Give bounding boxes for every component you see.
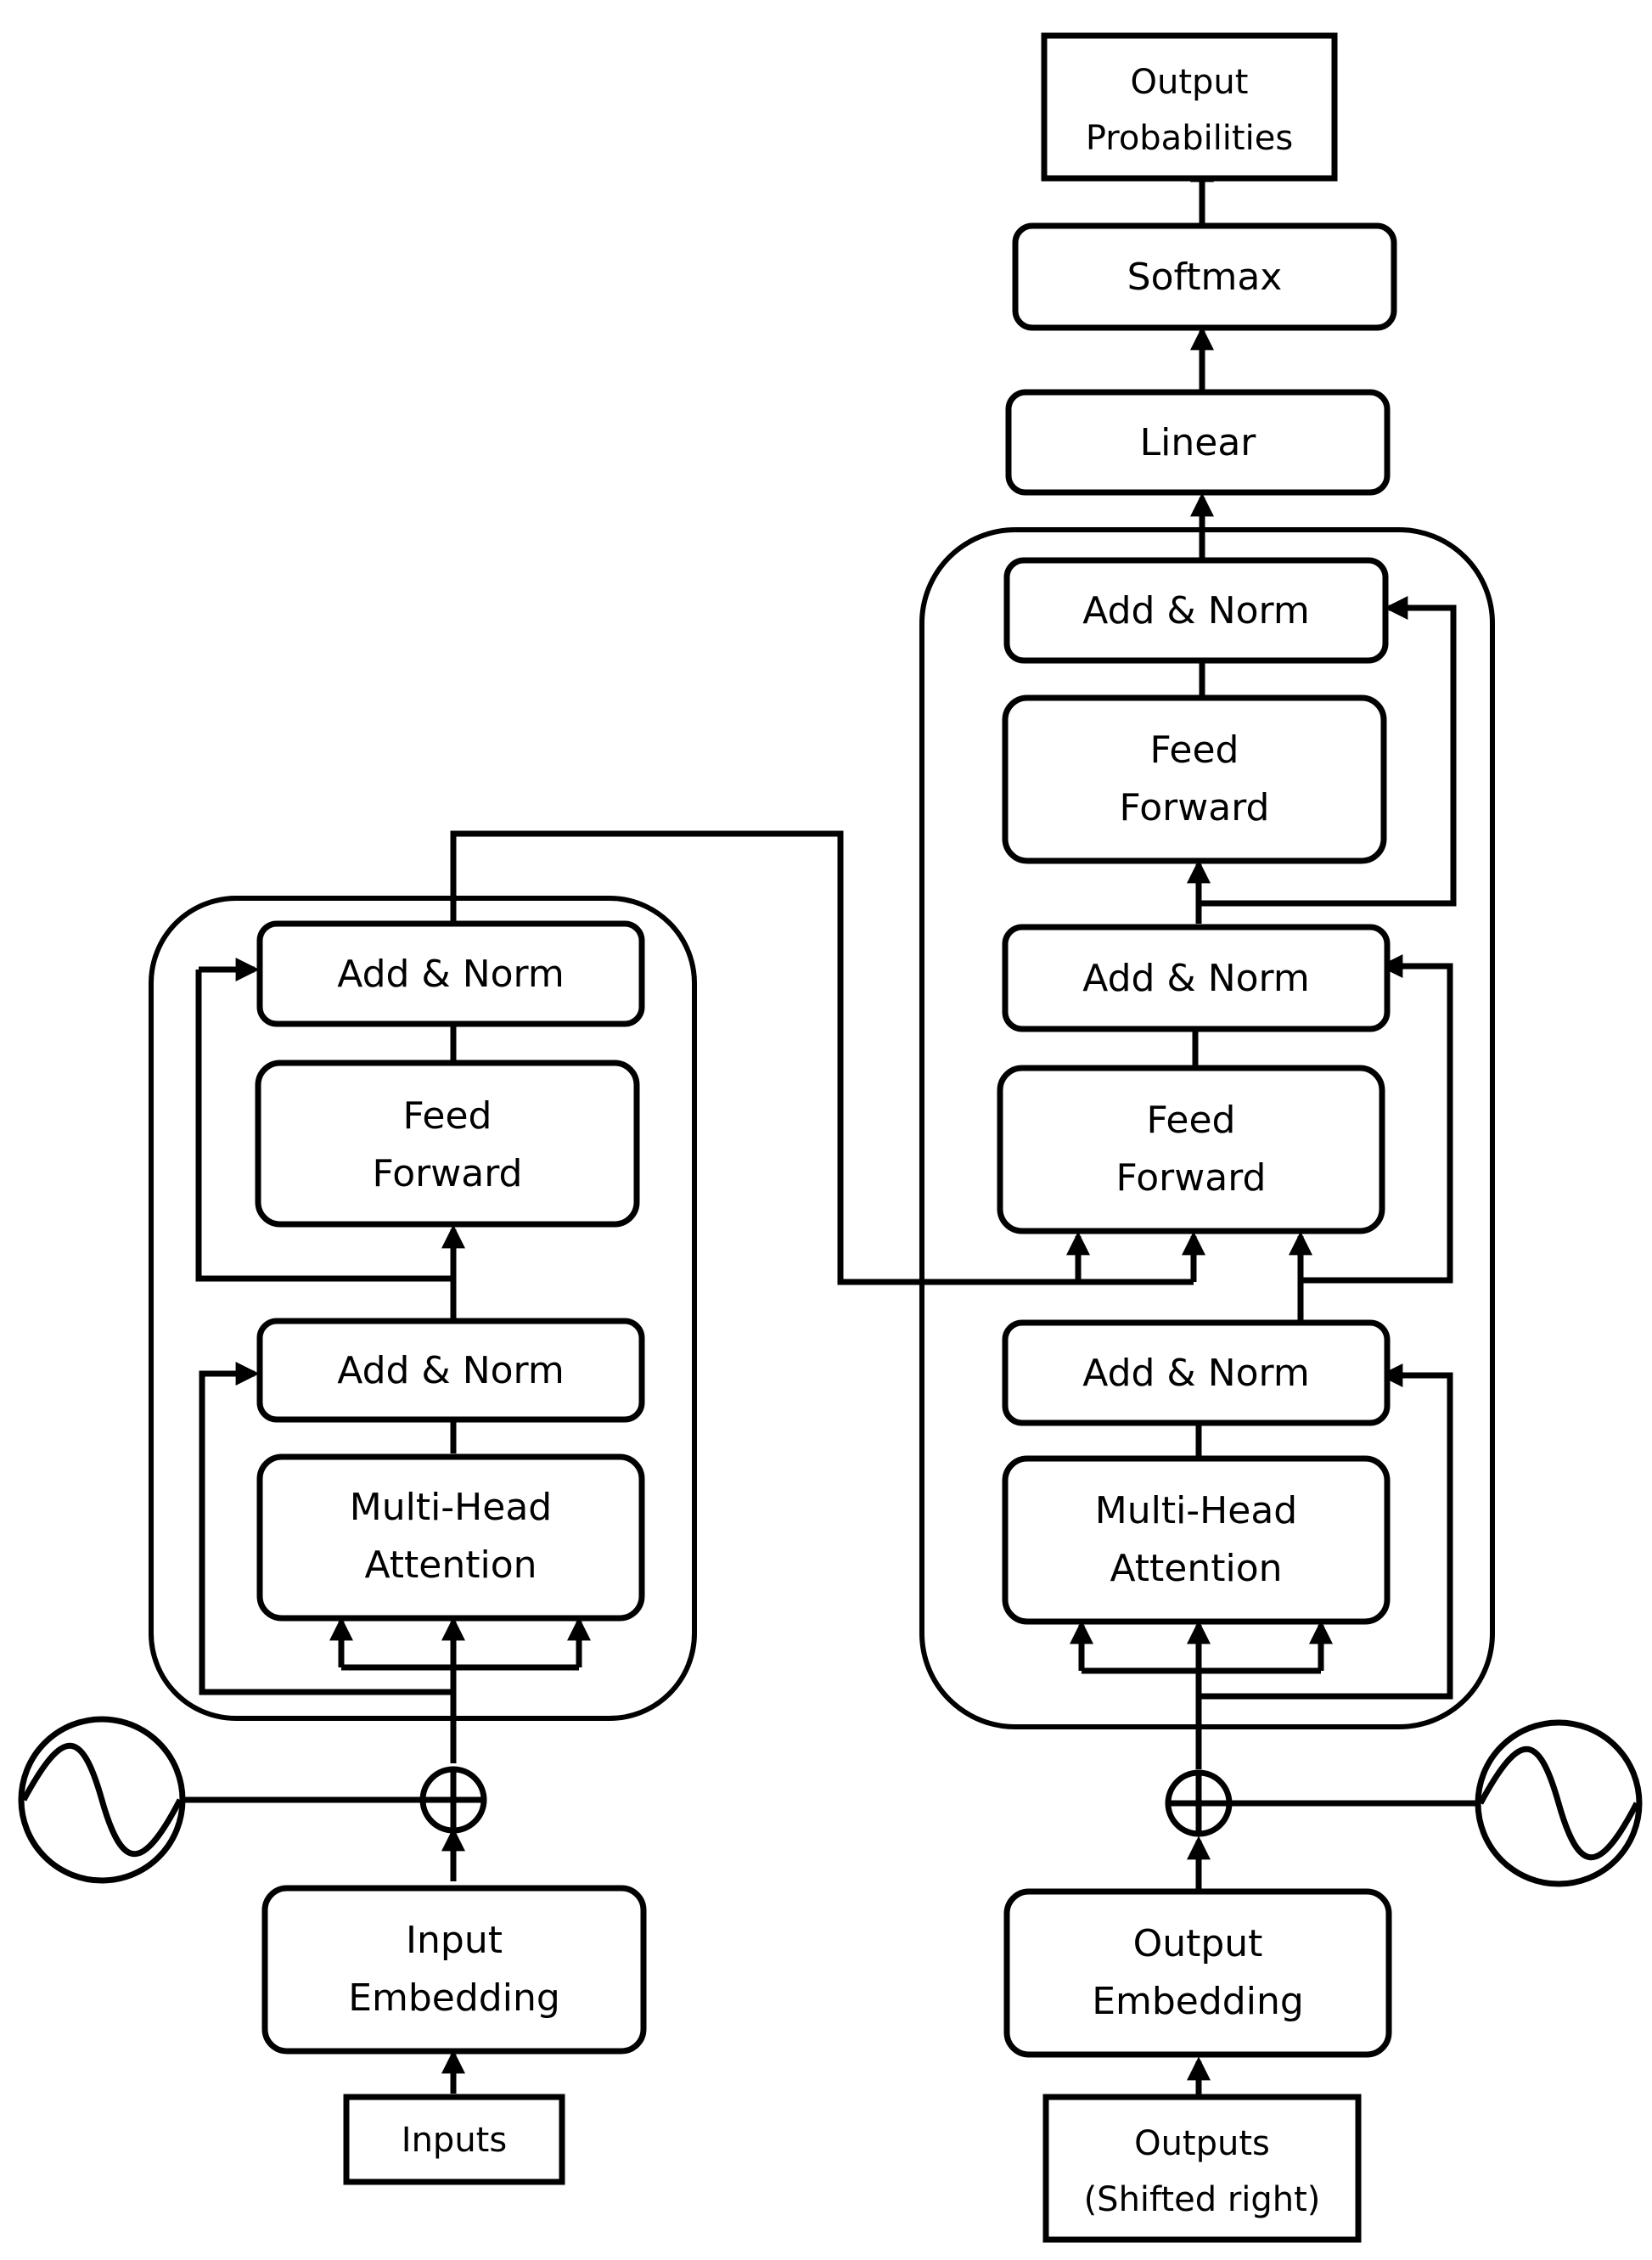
svg-text:Add & Norm: Add & Norm — [1082, 957, 1309, 1000]
enc-out-to-decoder — [450, 830, 1194, 1285]
svg-text:Add & Norm: Add & Norm — [337, 953, 564, 996]
encoder-block — [149, 896, 697, 1721]
svg-text:Attention: Attention — [1110, 1547, 1282, 1590]
svg-text:Embedding: Embedding — [348, 1976, 560, 2020]
svg-text:Forward: Forward — [1116, 1156, 1267, 1200]
decoder-output-embedding: Output Embedding — [1003, 1888, 1392, 2058]
svg-text:Inputs: Inputs — [402, 2121, 507, 2160]
svg-text:Feed: Feed — [1150, 728, 1239, 772]
decoder-outputs: Outputs (Shifted right) — [1042, 2094, 1362, 2243]
svg-text:Add & Norm: Add & Norm — [337, 1349, 564, 1392]
svg-text:Softmax: Softmax — [1127, 256, 1283, 299]
svg-text:Add & Norm: Add & Norm — [1082, 1352, 1309, 1395]
svg-text:Multi-Head: Multi-Head — [350, 1486, 552, 1529]
svg-text:Add & Norm: Add & Norm — [1082, 589, 1309, 632]
encoder-positional-encoding — [18, 1716, 487, 1884]
svg-text:Output: Output — [1133, 1922, 1263, 1965]
sine-wave-icon — [1477, 1746, 1640, 1860]
dec-residual-3 — [1199, 596, 1457, 907]
decoder-add-norm-3: Add & Norm — [1003, 557, 1389, 664]
svg-text:Output: Output — [1131, 63, 1249, 102]
decoder-multi-head-attention: Multi-Head Attention — [1002, 1455, 1391, 1625]
encoder-inputs: Inputs — [343, 2094, 565, 2185]
svg-text:Input: Input — [406, 1919, 503, 1962]
encoder-input-embedding: Input Embedding — [261, 1885, 647, 2055]
decoder-positional-encoding — [1165, 1719, 1643, 1887]
connectors — [195, 158, 1457, 2097]
decoder-add-norm-1: Add & Norm — [1002, 1319, 1391, 1426]
sine-wave-icon — [20, 1743, 183, 1857]
output-probabilities: Output Probabilities — [1041, 32, 1338, 182]
encoder-add-norm-2: Add & Norm — [256, 920, 645, 1027]
svg-text:Probabilities: Probabilities — [1086, 119, 1293, 158]
softmax-layer: Softmax — [1012, 222, 1397, 331]
encoder-feed-forward: Feed Forward — [255, 1060, 640, 1228]
decoder-block — [919, 527, 1495, 1729]
svg-text:Embedding: Embedding — [1092, 1980, 1304, 2023]
svg-text:Attention: Attention — [364, 1543, 537, 1587]
decoder-add-norm-2: Add & Norm — [1002, 924, 1391, 1032]
svg-text:Linear: Linear — [1140, 421, 1257, 464]
encoder-add-norm-1: Add & Norm — [256, 1318, 645, 1423]
dec-residual-1 — [1199, 1363, 1453, 1700]
enc-residual-1 — [199, 1362, 453, 1695]
enc-residual-2 — [195, 970, 453, 1282]
dec-residual-2 — [1301, 954, 1453, 1284]
encoder-multi-head-attention: Multi-Head Attention — [256, 1453, 645, 1622]
linear-layer: Linear — [1005, 389, 1391, 496]
svg-text:Multi-Head: Multi-Head — [1095, 1489, 1297, 1532]
decoder-feed-forward-1: Feed Forward — [997, 1065, 1385, 1234]
decoder-feed-forward-2: Feed Forward — [1002, 694, 1387, 864]
svg-text:Forward: Forward — [1120, 786, 1270, 829]
svg-text:Feed: Feed — [1147, 1099, 1236, 1142]
svg-text:Forward: Forward — [373, 1152, 523, 1195]
svg-text:(Shifted right): (Shifted right) — [1084, 2180, 1321, 2219]
svg-text:Feed: Feed — [403, 1094, 492, 1138]
svg-text:Outputs: Outputs — [1134, 2124, 1270, 2163]
